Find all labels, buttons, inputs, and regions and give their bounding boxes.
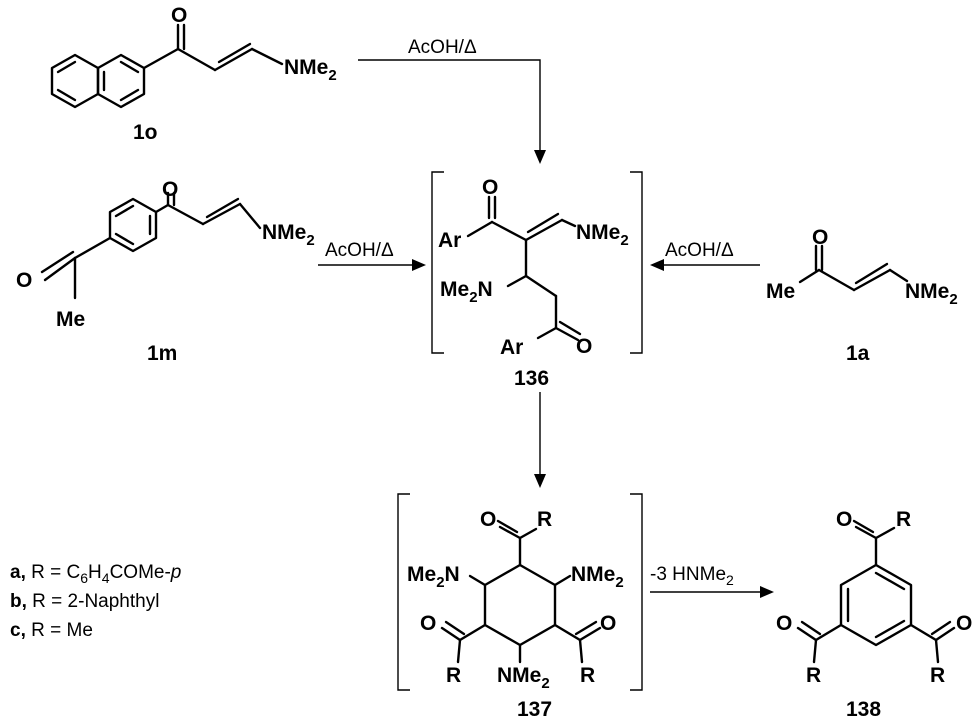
legend-item-a: a, R = C6H4COMe-p [10,562,181,586]
compound-label-1a: 1a [846,342,870,365]
arrow-1a-to-136 [650,259,760,271]
arrow-137-to-138 [650,586,774,598]
compound-137-structure [440,519,602,664]
r-label: R [580,664,595,687]
me2n-label: Me2N [440,278,493,306]
nme2-label: NMe2 [576,221,629,249]
acetyl-o-label: O [16,269,32,292]
carbonyl-o-label: O [576,335,592,358]
compound-136-structure [466,195,582,342]
bracket-137 [397,493,643,691]
ar-label: Ar [500,336,523,359]
methyl-label: Me [766,280,795,303]
r-label: R [896,508,911,531]
r-label: R [446,664,461,687]
methyl-label: Me [56,308,85,331]
compound-1m-structure [40,191,262,300]
substituent-legend: a, R = C6H4COMe-p b, R = 2-Naphthyl c, R… [10,562,181,641]
compound-label-138: 138 [846,698,881,721]
ar-label: Ar [438,229,461,252]
reagent-acoh-top: AcOH/Δ [408,37,477,58]
carbonyl-o-label: O [480,508,496,531]
nme2-label: NMe2 [905,280,958,308]
legend-item-c: c, R = Me [10,620,93,641]
r-label: R [930,664,945,687]
carbonyl-o-label: O [836,508,852,531]
compound-label-1o: 1o [133,121,158,144]
nme2-label: NMe2 [497,664,550,692]
me2n-label: Me2N [407,563,460,591]
compound-1a-structure [798,244,909,292]
carbonyl-o-label: O [776,612,792,635]
compound-label-1m: 1m [147,342,177,365]
legend-item-b: b, R = 2-Naphthyl [10,591,159,612]
arrow-136-to-137 [534,392,546,488]
nme2-label: NMe2 [284,56,337,84]
bracket-136 [431,171,643,354]
compound-1o-structure [50,23,284,109]
carbonyl-o-label: O [956,612,972,635]
nme2-label: NMe2 [262,221,315,249]
reagent-acoh-left: AcOH/Δ [325,240,394,261]
carbonyl-o-label: O [162,178,178,201]
reagent-elimination: -3 HNMe2 [650,564,734,588]
carbonyl-o-label: O [420,612,436,635]
r-label: R [806,664,821,687]
compound-138-structure [796,519,956,664]
arrow-1m-to-136 [318,259,426,271]
compound-label-136: 136 [514,367,549,390]
carbonyl-o-label: O [482,176,498,199]
carbonyl-o-label: O [812,226,828,249]
carbonyl-o-label: O [171,4,187,27]
compound-label-137: 137 [517,698,552,721]
nme2-label: NMe2 [571,563,624,591]
arrow-1o-to-136 [358,59,546,164]
carbonyl-o-label: O [600,612,616,635]
r-label: R [537,508,552,531]
reagent-acoh-right: AcOH/Δ [665,240,734,261]
